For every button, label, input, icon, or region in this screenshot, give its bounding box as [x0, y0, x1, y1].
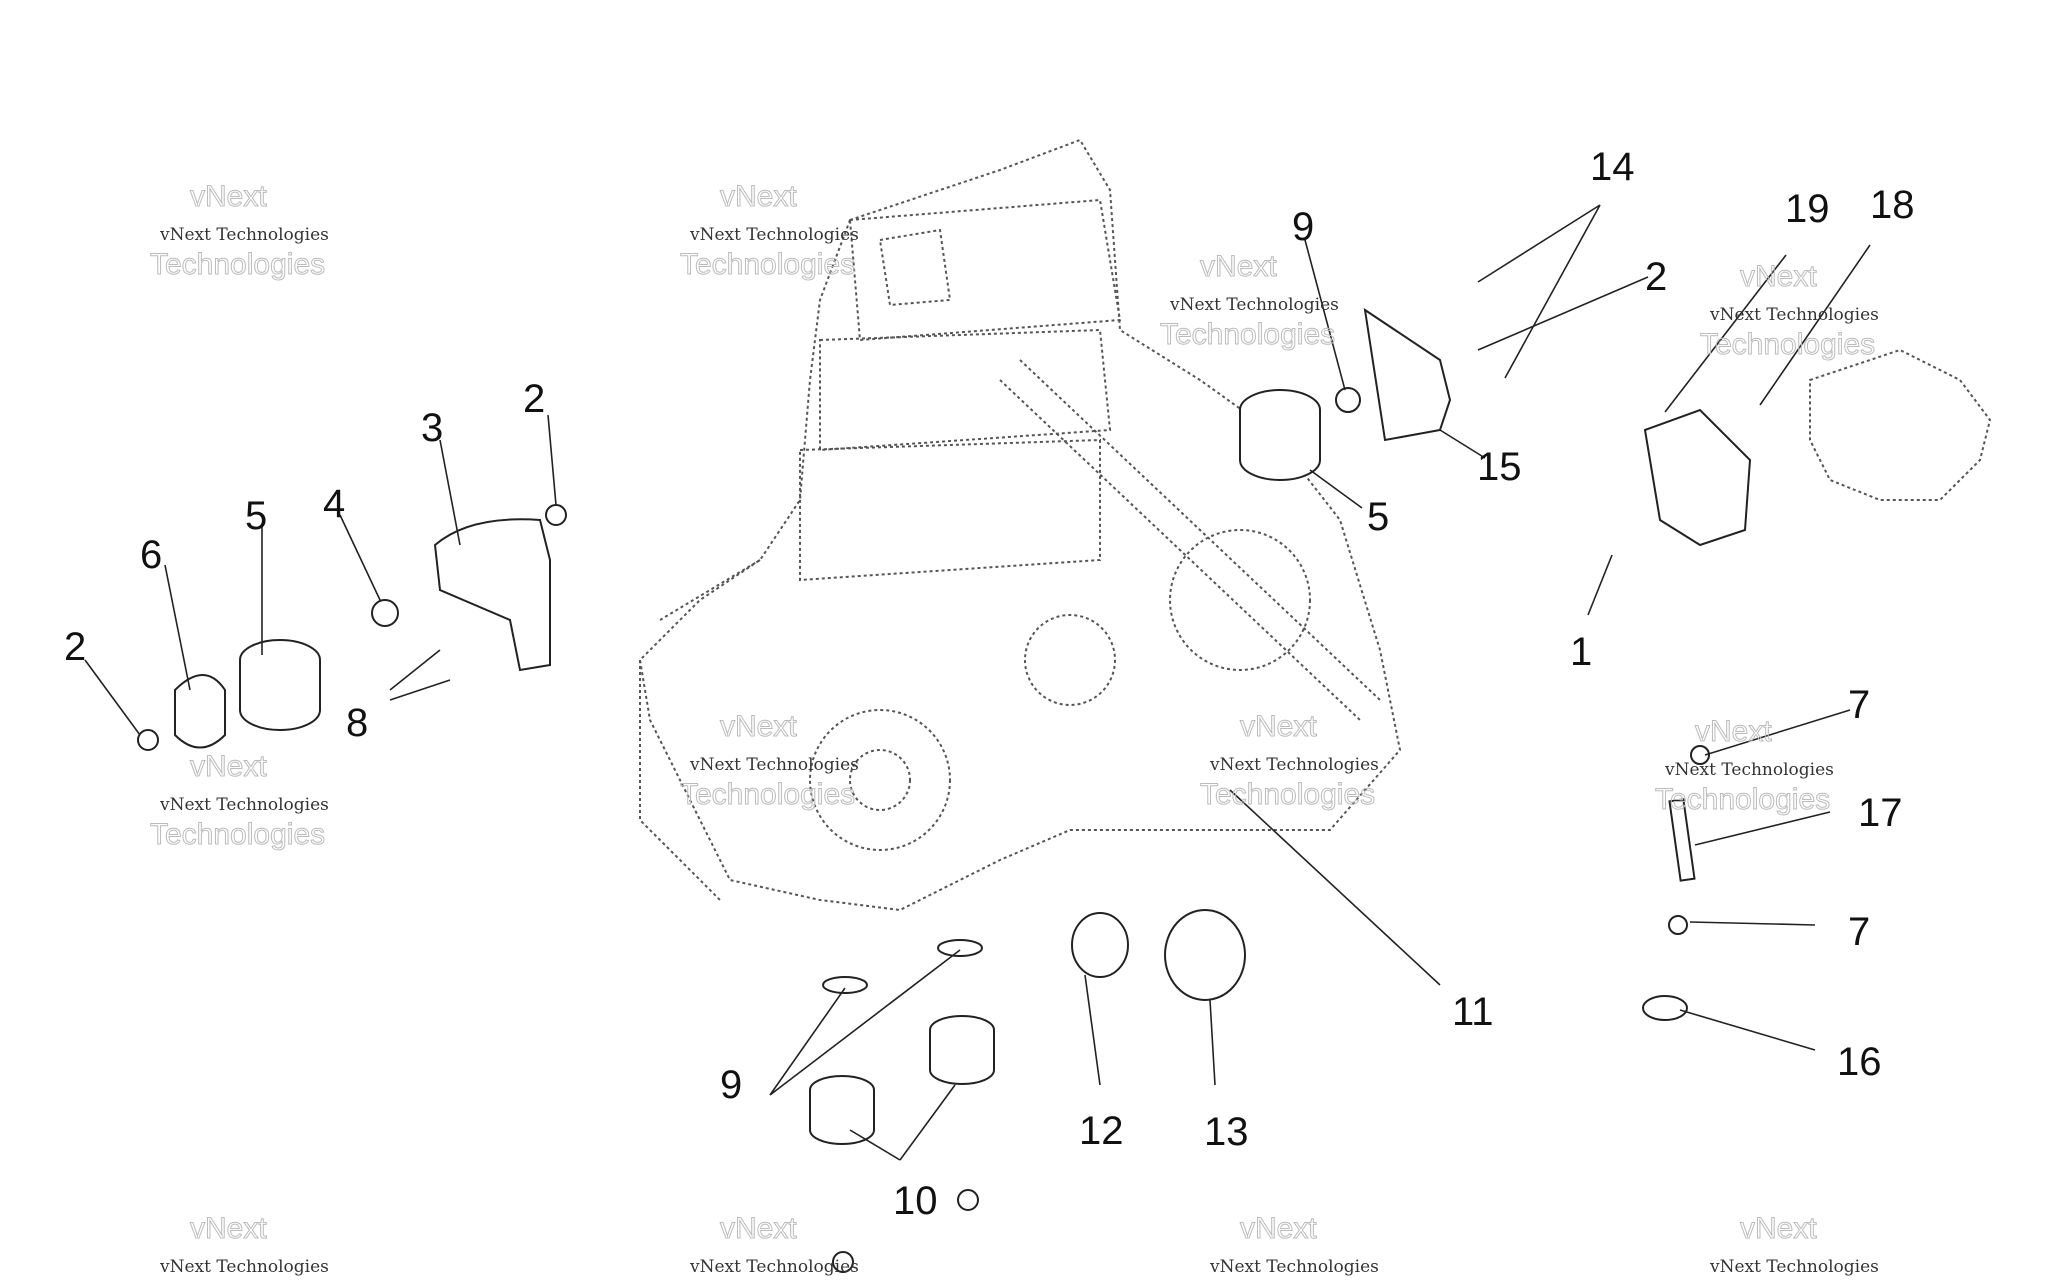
svg-text:vNext Technologies: vNext Technologies	[689, 1257, 859, 1277]
svg-text:vNext Technologies: vNext Technologies	[1209, 1257, 1379, 1277]
callout-3: 3	[421, 406, 443, 450]
callout-18: 18	[1870, 183, 1915, 227]
bracket-3	[433, 518, 551, 672]
bushing-7-lower	[1668, 915, 1688, 935]
callout-7: 7	[1848, 910, 1870, 954]
callout-14: 14	[1590, 145, 1635, 189]
callout-2: 2	[523, 377, 545, 421]
washer-9-b	[937, 939, 983, 957]
svg-text:vNext Technologies: vNext Technologies	[159, 1257, 329, 1277]
nut-2-upper	[545, 504, 567, 526]
engine-illustration	[638, 138, 1402, 912]
svg-text:vNext: vNext	[1740, 1212, 1817, 1245]
svg-text:vNext Technologies: vNext Technologies	[1209, 755, 1379, 775]
callout-12: 12	[1079, 1109, 1124, 1153]
leader-lines	[84, 204, 1871, 1161]
callout-4: 4	[323, 482, 345, 526]
callout-9: 9	[720, 1063, 742, 1107]
watermark: vNext vNext Technologies	[1209, 1212, 1379, 1278]
svg-text:vNext Technologies: vNext Technologies	[1709, 305, 1879, 325]
nut-2-left	[137, 729, 159, 751]
pivot-16	[1642, 995, 1688, 1021]
svg-text:vNext Technologies: vNext Technologies	[159, 225, 329, 245]
washer-9-a	[822, 976, 868, 994]
svg-text:Technologies: Technologies	[1200, 778, 1375, 811]
svg-text:vNext Technologies: vNext Technologies	[689, 755, 859, 775]
callout-17: 17	[1858, 791, 1903, 835]
svg-text:Technologies: Technologies	[680, 248, 855, 281]
callout-6: 6	[140, 533, 162, 577]
svg-text:vNext: vNext	[1200, 250, 1277, 283]
svg-text:vNext Technologies: vNext Technologies	[1664, 760, 1834, 780]
washer-9-right	[1335, 387, 1361, 413]
svg-text:vNext: vNext	[720, 710, 797, 743]
callout-5: 5	[1367, 495, 1389, 539]
callout-19: 19	[1785, 187, 1830, 231]
svg-text:vNext: vNext	[1240, 1212, 1317, 1245]
callout-5: 5	[245, 494, 267, 538]
svg-text:Technologies: Technologies	[680, 778, 855, 811]
callout-11: 11	[1452, 990, 1494, 1034]
parts	[137, 307, 1752, 1273]
svg-text:vNext: vNext	[1695, 715, 1772, 748]
watermark: vNext vNext Technologies	[689, 1212, 859, 1278]
svg-text:vNext Technologies: vNext Technologies	[159, 795, 329, 815]
svg-text:Technologies: Technologies	[1655, 783, 1830, 816]
svg-text:vNext: vNext	[1240, 710, 1317, 743]
bushing-7-upper	[1690, 745, 1710, 765]
callout-10: 10	[893, 1179, 938, 1223]
callout-2: 2	[1645, 255, 1667, 299]
shield-6	[174, 674, 226, 749]
pin-17	[1668, 798, 1696, 882]
svg-text:vNext: vNext	[720, 180, 797, 213]
callout-1: 1	[1570, 630, 1592, 674]
nut-bottom	[957, 1189, 979, 1211]
watermark: vNext vNext Technologies	[159, 1212, 329, 1278]
callout-16: 16	[1837, 1040, 1882, 1084]
svg-text:vNext Technologies: vNext Technologies	[1169, 295, 1339, 315]
mount-10-a	[809, 1075, 875, 1145]
svg-text:vNext: vNext	[190, 1212, 267, 1245]
mount-5-right	[1239, 389, 1321, 481]
mount-5-left	[239, 639, 321, 731]
svg-text:Technologies: Technologies	[1160, 318, 1335, 351]
bracket-19	[1643, 408, 1752, 547]
alternator-illustration	[1809, 348, 1992, 501]
callout-7: 7	[1848, 683, 1870, 727]
watermark: vNext vNext Technologies	[1709, 1212, 1879, 1278]
svg-text:vNext: vNext	[190, 750, 267, 783]
boot-13	[1164, 909, 1246, 1001]
mount-10-b	[929, 1015, 995, 1085]
callout-9: 9	[1292, 205, 1314, 249]
bracket-15	[1363, 307, 1452, 442]
svg-text:vNext Technologies: vNext Technologies	[1709, 1257, 1879, 1277]
callout-2: 2	[64, 625, 86, 669]
callout-15: 15	[1477, 445, 1522, 489]
washer-4	[371, 599, 399, 627]
svg-text:vNext: vNext	[1740, 260, 1817, 293]
svg-text:Technologies: Technologies	[1700, 328, 1875, 361]
nut-bottom-2	[832, 1251, 854, 1273]
svg-text:Technologies: Technologies	[150, 818, 325, 851]
svg-text:Technologies: Technologies	[150, 248, 325, 281]
svg-text:vNext Technologies: vNext Technologies	[689, 225, 859, 245]
svg-text:vNext: vNext	[190, 180, 267, 213]
callout-labels: 14 2 19 18 9 15 5 1 2 3 5 4 6 2 8 7 17 7…	[64, 145, 1915, 1223]
svg-text:vNext: vNext	[720, 1212, 797, 1245]
callout-13: 13	[1204, 1110, 1249, 1154]
callout-8: 8	[346, 701, 368, 745]
clamp-12	[1071, 912, 1129, 978]
